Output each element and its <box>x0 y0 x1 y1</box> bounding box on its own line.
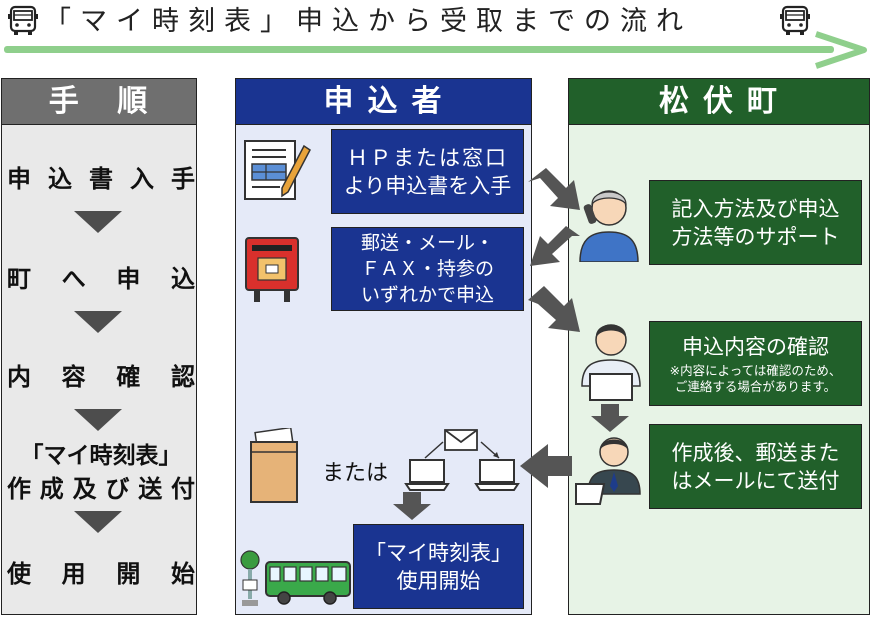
down-arrow <box>591 404 629 432</box>
bus-icon <box>780 5 810 35</box>
get-form-line2: より申込書を入手 <box>343 173 512 198</box>
bus-icon <box>265 561 351 605</box>
or-label: または <box>322 461 389 486</box>
phone-person-icon <box>579 190 639 262</box>
bus-stop-icon <box>240 550 260 606</box>
apply-box: 郵送・メール・ ＦＡＸ・持参の いずれかで申込 <box>331 227 524 311</box>
send-box: 作成後、郵送また はメールにて送付 <box>649 424 862 509</box>
step-create-send-line1: 「マイ時刻表」 <box>20 443 182 469</box>
laptop-icon <box>404 459 450 491</box>
envelope-icon <box>444 429 478 451</box>
arrow-to-applicant <box>520 444 572 488</box>
arrow-to-confirm <box>528 286 580 332</box>
get-form-box: ＨＰまたは窓口 より申込書を入手 <box>331 129 524 214</box>
confirm-note2: ご連絡する場合があります。 <box>674 378 837 394</box>
down-arrow <box>74 511 122 533</box>
step-start-use: 使用開始 <box>7 560 195 588</box>
steps-column: 手 順 申込書入手 町へ申込 内容確認 「マイ時刻表」 作成及び送付 使用開始 <box>1 78 197 615</box>
apply-line3: いずれかで申込 <box>360 284 494 306</box>
timeline-arrow <box>4 31 867 69</box>
support-person-icon <box>575 437 641 505</box>
step-create-send-line2: 作成及び送付 <box>7 475 195 503</box>
laptop-icon <box>474 459 520 491</box>
steps-column-title: 手 順 <box>2 79 196 125</box>
apply-line2: ＦＡＸ・持参の <box>360 258 494 280</box>
start-use-line2: 使用開始 <box>396 568 481 593</box>
down-arrow <box>74 211 122 233</box>
down-arrow <box>393 492 431 520</box>
postbox-icon <box>245 237 299 302</box>
office-worker-icon <box>581 324 641 401</box>
start-use-box: 「マイ時刻表」 使用開始 <box>353 524 524 609</box>
down-arrow <box>74 311 122 333</box>
confirm-note1: ※内容によっては確認のため、 <box>669 362 842 378</box>
email-flow-lines <box>424 441 500 459</box>
send-line1: 作成後、郵送また <box>671 440 840 465</box>
apply-line1: 郵送・メール・ <box>360 232 494 254</box>
confirm-box: 申込内容の確認 ※内容によっては確認のため、 ご連絡する場合があります。 <box>649 321 862 406</box>
get-form-line1: ＨＰまたは窓口 <box>347 145 508 170</box>
applicant-column-title: 申込者 <box>236 79 531 125</box>
support-box: 記入方法及び申込 方法等のサポート <box>649 180 862 265</box>
arrow-to-support <box>528 168 580 210</box>
confirm-line1: 申込内容の確認 <box>682 334 829 359</box>
support-line1: 記入方法及び申込 <box>671 196 840 221</box>
step-confirm: 内容確認 <box>7 363 195 391</box>
support-line2: 方法等のサポート <box>671 224 840 249</box>
envelope-package-icon <box>250 428 298 503</box>
step-get-form: 申込書入手 <box>7 165 195 193</box>
bus-icon <box>8 5 38 35</box>
page-title: 「マイ時刻表」申込から受取までの流れ <box>44 6 692 37</box>
send-line2: はメールにて送付 <box>671 468 840 493</box>
step-apply: 町へ申込 <box>7 265 195 293</box>
document-pen-icon <box>244 140 311 200</box>
town-column-title: 松伏町 <box>569 79 869 125</box>
arrow-to-apply <box>530 226 580 266</box>
start-use-line1: 「マイ時刻表」 <box>365 540 512 565</box>
down-arrow <box>74 409 122 431</box>
